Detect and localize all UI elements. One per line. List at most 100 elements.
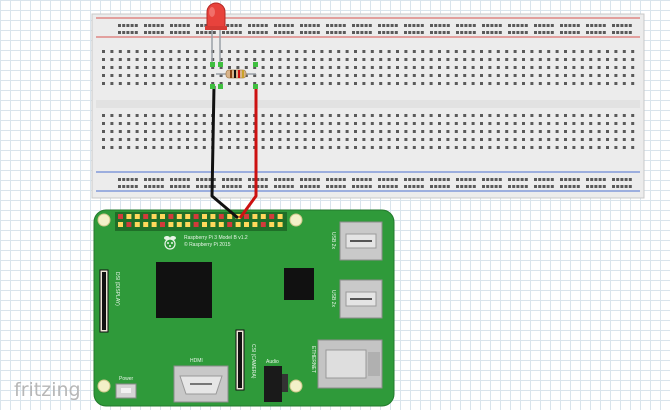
breadboard-hole[interactable] — [430, 178, 433, 181]
breadboard-hole[interactable] — [555, 122, 559, 125]
breadboard-hole[interactable] — [186, 31, 190, 34]
breadboard-hole[interactable] — [200, 185, 204, 188]
breadboard-hole[interactable] — [345, 58, 349, 61]
breadboard-hole[interactable] — [144, 82, 147, 85]
breadboard-hole[interactable] — [555, 82, 559, 85]
breadboard-hole[interactable] — [468, 185, 472, 188]
breadboard-hole[interactable] — [230, 31, 234, 34]
breadboard-hole[interactable] — [560, 178, 563, 181]
breadboard-hole[interactable] — [312, 138, 315, 141]
breadboard-hole[interactable] — [472, 178, 476, 181]
breadboard-hole[interactable] — [110, 82, 114, 85]
breadboard-hole[interactable] — [252, 24, 256, 27]
breadboard-hole[interactable] — [547, 130, 551, 133]
breadboard-hole[interactable] — [234, 185, 238, 188]
breadboard-hole[interactable] — [387, 130, 391, 133]
breadboard-hole[interactable] — [606, 122, 609, 125]
gpio-pin[interactable] — [160, 214, 165, 219]
breadboard-hole[interactable] — [126, 178, 130, 181]
breadboard-hole[interactable] — [564, 178, 568, 181]
breadboard-hole[interactable] — [486, 31, 490, 34]
breadboard-hole[interactable] — [454, 114, 458, 117]
breadboard-hole[interactable] — [429, 74, 433, 77]
breadboard-hole[interactable] — [270, 74, 273, 77]
breadboard-hole[interactable] — [135, 74, 139, 77]
breadboard-hole[interactable] — [282, 185, 286, 188]
breadboard-hole[interactable] — [516, 178, 520, 181]
breadboard-hole[interactable] — [387, 114, 391, 117]
breadboard-hole[interactable] — [412, 138, 416, 141]
breadboard-hole[interactable] — [429, 58, 433, 61]
breadboard-hole[interactable] — [127, 74, 131, 77]
breadboard-hole[interactable] — [560, 185, 563, 188]
breadboard-hole[interactable] — [446, 185, 450, 188]
breadboard-hole[interactable] — [542, 178, 546, 181]
breadboard-hole[interactable] — [228, 122, 231, 125]
breadboard-hole[interactable] — [244, 82, 248, 85]
breadboard-hole[interactable] — [590, 24, 594, 27]
breadboard-hole[interactable] — [620, 178, 624, 181]
breadboard-hole[interactable] — [282, 31, 286, 34]
breadboard-hole[interactable] — [144, 114, 147, 117]
breadboard-hole[interactable] — [564, 58, 567, 61]
breadboard-hole[interactable] — [538, 138, 542, 141]
breadboard-hole[interactable] — [516, 31, 520, 34]
breadboard-hole[interactable] — [122, 178, 126, 181]
breadboard-hole[interactable] — [576, 24, 580, 27]
breadboard-hole[interactable] — [602, 31, 606, 34]
breadboard-hole[interactable] — [564, 138, 567, 141]
breadboard-hole[interactable] — [261, 50, 265, 53]
breadboard-hole[interactable] — [316, 178, 320, 181]
breadboard-hole[interactable] — [408, 185, 412, 188]
breadboard-hole[interactable] — [512, 24, 516, 27]
breadboard-hole[interactable] — [464, 31, 468, 34]
breadboard-hole[interactable] — [148, 178, 152, 181]
breadboard-hole[interactable] — [412, 114, 416, 117]
breadboard-hole[interactable] — [546, 24, 550, 27]
breadboard-hole[interactable] — [236, 122, 240, 125]
breadboard-hole[interactable] — [219, 146, 223, 149]
breadboard-hole[interactable] — [261, 114, 265, 117]
breadboard-hole[interactable] — [219, 74, 223, 77]
breadboard-hole[interactable] — [330, 178, 334, 181]
breadboard-hole[interactable] — [387, 122, 391, 125]
breadboard-hole[interactable] — [488, 114, 492, 117]
breadboard-hole[interactable] — [226, 24, 230, 27]
breadboard-hole[interactable] — [102, 130, 105, 133]
breadboard-hole[interactable] — [568, 178, 572, 181]
breadboard-hole[interactable] — [316, 24, 320, 27]
breadboard-hole[interactable] — [538, 66, 542, 69]
breadboard-hole[interactable] — [513, 66, 517, 69]
breadboard-hole[interactable] — [290, 185, 294, 188]
breadboard-hole[interactable] — [178, 178, 182, 181]
breadboard-hole[interactable] — [568, 24, 572, 27]
breadboard-hole[interactable] — [286, 24, 290, 27]
breadboard-hole[interactable] — [248, 24, 251, 27]
breadboard-hole[interactable] — [550, 178, 554, 181]
breadboard-hole[interactable] — [230, 185, 234, 188]
breadboard-hole[interactable] — [126, 24, 130, 27]
breadboard-hole[interactable] — [144, 122, 147, 125]
breadboard-hole[interactable] — [122, 185, 126, 188]
breadboard-hole[interactable] — [421, 138, 425, 141]
breadboard-hole[interactable] — [370, 138, 374, 141]
breadboard-hole[interactable] — [352, 31, 355, 34]
breadboard-hole[interactable] — [295, 82, 299, 85]
breadboard-hole[interactable] — [456, 31, 459, 34]
breadboard-hole[interactable] — [328, 122, 332, 125]
breadboard-hole[interactable] — [127, 66, 131, 69]
breadboard-hole[interactable] — [368, 178, 372, 181]
breadboard-hole[interactable] — [463, 114, 467, 117]
breadboard-hole[interactable] — [300, 24, 303, 27]
breadboard-hole[interactable] — [312, 146, 315, 149]
breadboard-hole[interactable] — [248, 185, 251, 188]
breadboard-hole[interactable] — [564, 82, 567, 85]
breadboard-hole[interactable] — [303, 114, 307, 117]
breadboard-hole[interactable] — [261, 82, 265, 85]
breadboard-hole[interactable] — [170, 185, 173, 188]
breadboard-hole[interactable] — [524, 178, 528, 181]
breadboard-hole[interactable] — [460, 24, 464, 27]
breadboard-hole[interactable] — [156, 31, 160, 34]
breadboard-hole[interactable] — [174, 24, 178, 27]
breadboard-hole[interactable] — [286, 66, 290, 69]
